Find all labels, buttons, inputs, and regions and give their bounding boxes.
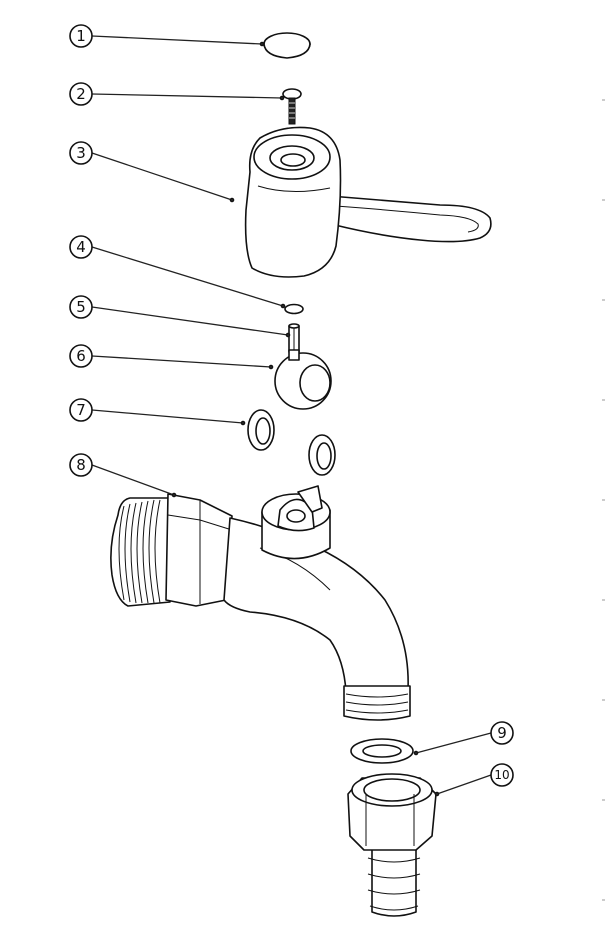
callout-1: 1 — [69, 24, 93, 48]
callout-3-label: 3 — [76, 144, 86, 162]
callout-4: 4 — [69, 235, 93, 259]
callout-3: 3 — [69, 141, 93, 165]
callout-7: 7 — [69, 398, 93, 422]
lever-handle-part — [244, 126, 492, 278]
callout-2-label: 2 — [76, 85, 86, 103]
callout-5-label: 5 — [76, 298, 86, 316]
callout-9-label: 9 — [497, 724, 507, 742]
screw-part — [282, 88, 302, 125]
callout-4-label: 4 — [76, 238, 86, 256]
ball-seats-part — [247, 409, 336, 476]
callout-2: 2 — [69, 82, 93, 106]
callout-6: 6 — [69, 344, 93, 368]
callout-5: 5 — [69, 295, 93, 319]
callout-1-label: 1 — [76, 27, 86, 45]
leader-lines — [91, 35, 492, 797]
callout-6-label: 6 — [76, 347, 86, 365]
spindle-part — [288, 323, 300, 353]
callout-8-label: 8 — [76, 456, 86, 474]
margin-ticks — [602, 99, 605, 901]
callout-10: 10 — [490, 763, 514, 787]
callout-10-label: 10 — [494, 768, 509, 782]
ball-part — [274, 349, 332, 410]
callout-9: 9 — [490, 721, 514, 745]
washer-part — [350, 738, 414, 764]
callout-8: 8 — [69, 453, 93, 477]
small-o-ring-part — [284, 303, 304, 315]
hose-connector-part — [347, 773, 437, 917]
tap-body-part — [110, 485, 411, 721]
callout-7-label: 7 — [76, 401, 86, 419]
cap-part — [263, 32, 311, 59]
